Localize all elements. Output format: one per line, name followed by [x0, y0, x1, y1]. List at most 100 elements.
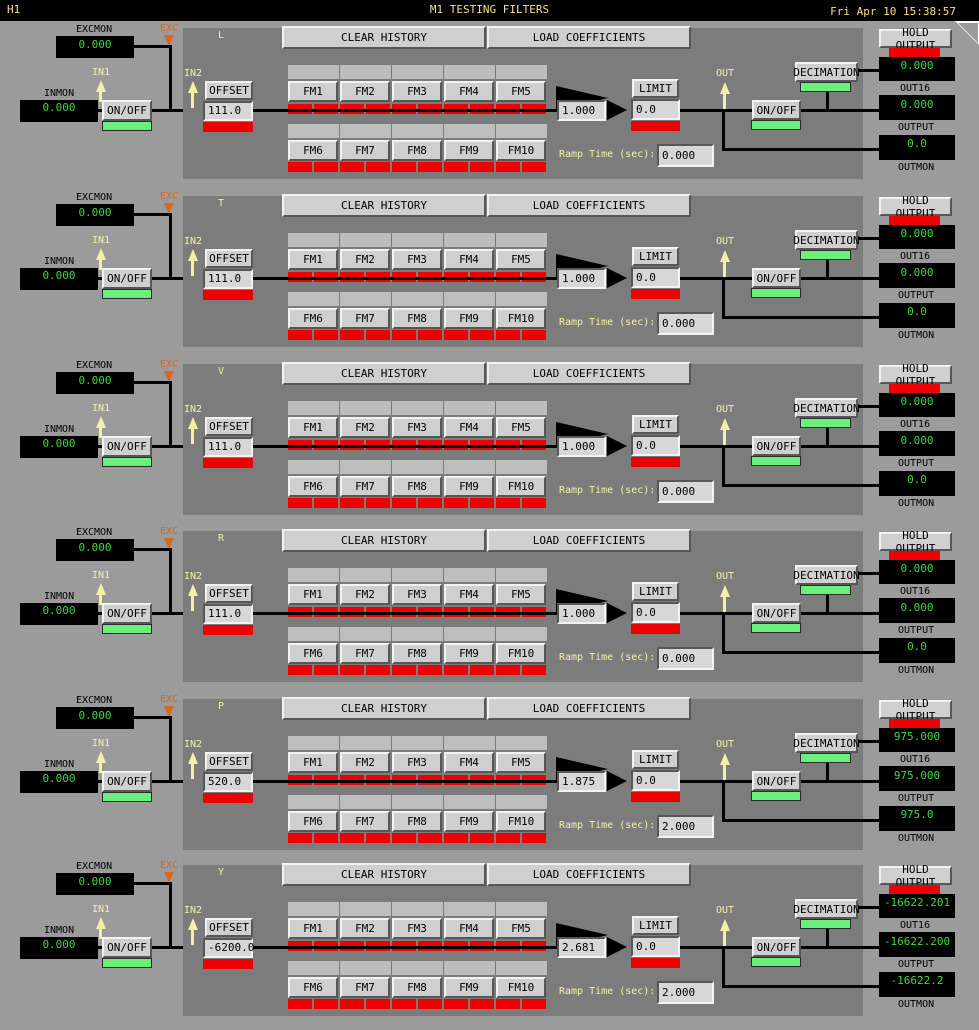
limit-button[interactable]: LIMIT: [632, 415, 679, 434]
fm-button-fm10[interactable]: FM10: [496, 977, 546, 998]
fm-button-fm4[interactable]: FM4: [444, 249, 494, 270]
ramp-time-input[interactable]: 2.000: [657, 981, 714, 1004]
ramp-time-input[interactable]: 0.000: [657, 480, 714, 503]
offset-button[interactable]: OFFSET: [205, 752, 253, 771]
gain-input[interactable]: 1.000: [557, 268, 606, 289]
input-onoff-button[interactable]: ON/OFF: [102, 937, 152, 958]
fm-button-fm7[interactable]: FM7: [340, 977, 390, 998]
fm-button-fm8[interactable]: FM8: [392, 140, 442, 161]
exc-arrow-icon[interactable]: [164, 203, 174, 214]
offset-input[interactable]: 111.0: [203, 101, 253, 121]
fm-button-fm8[interactable]: FM8: [392, 643, 442, 664]
output-onoff-button[interactable]: ON/OFF: [752, 436, 801, 456]
clear-history-button[interactable]: CLEAR HISTORY: [282, 362, 486, 385]
fm-button-fm3[interactable]: FM3: [392, 417, 442, 438]
input-onoff-button[interactable]: ON/OFF: [102, 100, 152, 121]
decimation-button[interactable]: DECIMATION: [793, 565, 860, 585]
offset-button[interactable]: OFFSET: [205, 417, 253, 436]
clear-history-button[interactable]: CLEAR HISTORY: [282, 194, 486, 217]
fm-button-fm6[interactable]: FM6: [288, 140, 338, 161]
fm-button-fm9[interactable]: FM9: [444, 811, 494, 832]
fm-button-fm3[interactable]: FM3: [392, 918, 442, 939]
gain-input[interactable]: 1.000: [557, 100, 606, 121]
offset-input[interactable]: 111.0: [203, 604, 253, 624]
fm-button-fm1[interactable]: FM1: [288, 249, 338, 270]
fm-button-fm4[interactable]: FM4: [444, 417, 494, 438]
decimation-button[interactable]: DECIMATION: [793, 230, 860, 250]
clear-history-button[interactable]: CLEAR HISTORY: [282, 863, 486, 886]
limit-input[interactable]: 0.0: [631, 99, 680, 120]
fm-button-fm5[interactable]: FM5: [496, 417, 546, 438]
fm-button-fm2[interactable]: FM2: [340, 249, 390, 270]
exc-arrow-icon[interactable]: [164, 35, 174, 46]
fm-button-fm9[interactable]: FM9: [444, 308, 494, 329]
gain-input[interactable]: 1.875: [557, 771, 606, 792]
exc-arrow-icon[interactable]: [164, 706, 174, 717]
fm-button-fm1[interactable]: FM1: [288, 81, 338, 102]
gain-input[interactable]: 1.000: [557, 436, 606, 457]
fm-button-fm2[interactable]: FM2: [340, 752, 390, 773]
fm-button-fm4[interactable]: FM4: [444, 918, 494, 939]
fm-button-fm7[interactable]: FM7: [340, 140, 390, 161]
decimation-button[interactable]: DECIMATION: [793, 398, 860, 418]
fm-button-fm1[interactable]: FM1: [288, 752, 338, 773]
fm-button-fm5[interactable]: FM5: [496, 249, 546, 270]
fm-button-fm10[interactable]: FM10: [496, 308, 546, 329]
fm-button-fm1[interactable]: FM1: [288, 918, 338, 939]
hold-output-button[interactable]: HOLD OUTPUT: [879, 697, 952, 723]
offset-button[interactable]: OFFSET: [205, 249, 253, 268]
fm-button-fm9[interactable]: FM9: [444, 643, 494, 664]
fm-button-fm9[interactable]: FM9: [444, 977, 494, 998]
load-coefficients-button[interactable]: LOAD COEFFICIENTS: [487, 529, 691, 552]
fm-button-fm9[interactable]: FM9: [444, 140, 494, 161]
limit-button[interactable]: LIMIT: [632, 916, 679, 935]
hold-output-button[interactable]: HOLD OUTPUT: [879, 529, 952, 555]
exc-arrow-icon[interactable]: [164, 538, 174, 549]
output-onoff-button[interactable]: ON/OFF: [752, 771, 801, 791]
fm-button-fm8[interactable]: FM8: [392, 811, 442, 832]
fm-button-fm2[interactable]: FM2: [340, 81, 390, 102]
fm-button-fm7[interactable]: FM7: [340, 476, 390, 497]
fm-button-fm9[interactable]: FM9: [444, 476, 494, 497]
fm-button-fm7[interactable]: FM7: [340, 643, 390, 664]
output-onoff-button[interactable]: ON/OFF: [752, 268, 801, 288]
limit-input[interactable]: 0.0: [631, 267, 680, 288]
input-onoff-button[interactable]: ON/OFF: [102, 268, 152, 289]
fm-button-fm2[interactable]: FM2: [340, 918, 390, 939]
decimation-button[interactable]: DECIMATION: [793, 62, 860, 82]
fm-button-fm6[interactable]: FM6: [288, 643, 338, 664]
fm-button-fm10[interactable]: FM10: [496, 476, 546, 497]
fm-button-fm3[interactable]: FM3: [392, 81, 442, 102]
fm-button-fm4[interactable]: FM4: [444, 81, 494, 102]
fm-button-fm2[interactable]: FM2: [340, 417, 390, 438]
offset-input[interactable]: 111.0: [203, 269, 253, 289]
clear-history-button[interactable]: CLEAR HISTORY: [282, 26, 486, 49]
load-coefficients-button[interactable]: LOAD COEFFICIENTS: [487, 863, 691, 886]
load-coefficients-button[interactable]: LOAD COEFFICIENTS: [487, 697, 691, 720]
limit-button[interactable]: LIMIT: [632, 247, 679, 266]
hold-output-button[interactable]: HOLD OUTPUT: [879, 194, 952, 220]
input-onoff-button[interactable]: ON/OFF: [102, 603, 152, 624]
fm-button-fm10[interactable]: FM10: [496, 643, 546, 664]
fm-button-fm10[interactable]: FM10: [496, 811, 546, 832]
fm-button-fm7[interactable]: FM7: [340, 811, 390, 832]
gain-input[interactable]: 2.681: [557, 937, 606, 958]
fm-button-fm1[interactable]: FM1: [288, 417, 338, 438]
limit-button[interactable]: LIMIT: [632, 582, 679, 601]
fm-button-fm5[interactable]: FM5: [496, 918, 546, 939]
limit-button[interactable]: LIMIT: [632, 79, 679, 98]
fm-button-fm6[interactable]: FM6: [288, 476, 338, 497]
limit-input[interactable]: 0.0: [631, 602, 680, 623]
decimation-button[interactable]: DECIMATION: [793, 899, 860, 919]
offset-button[interactable]: OFFSET: [205, 584, 253, 603]
fm-button-fm8[interactable]: FM8: [392, 476, 442, 497]
fm-button-fm8[interactable]: FM8: [392, 308, 442, 329]
ramp-time-input[interactable]: 0.000: [657, 312, 714, 335]
limit-button[interactable]: LIMIT: [632, 750, 679, 769]
load-coefficients-button[interactable]: LOAD COEFFICIENTS: [487, 194, 691, 217]
clear-history-button[interactable]: CLEAR HISTORY: [282, 529, 486, 552]
exc-arrow-icon[interactable]: [164, 872, 174, 883]
exc-arrow-icon[interactable]: [164, 371, 174, 382]
decimation-button[interactable]: DECIMATION: [793, 733, 860, 753]
hold-output-button[interactable]: HOLD OUTPUT: [879, 26, 952, 52]
